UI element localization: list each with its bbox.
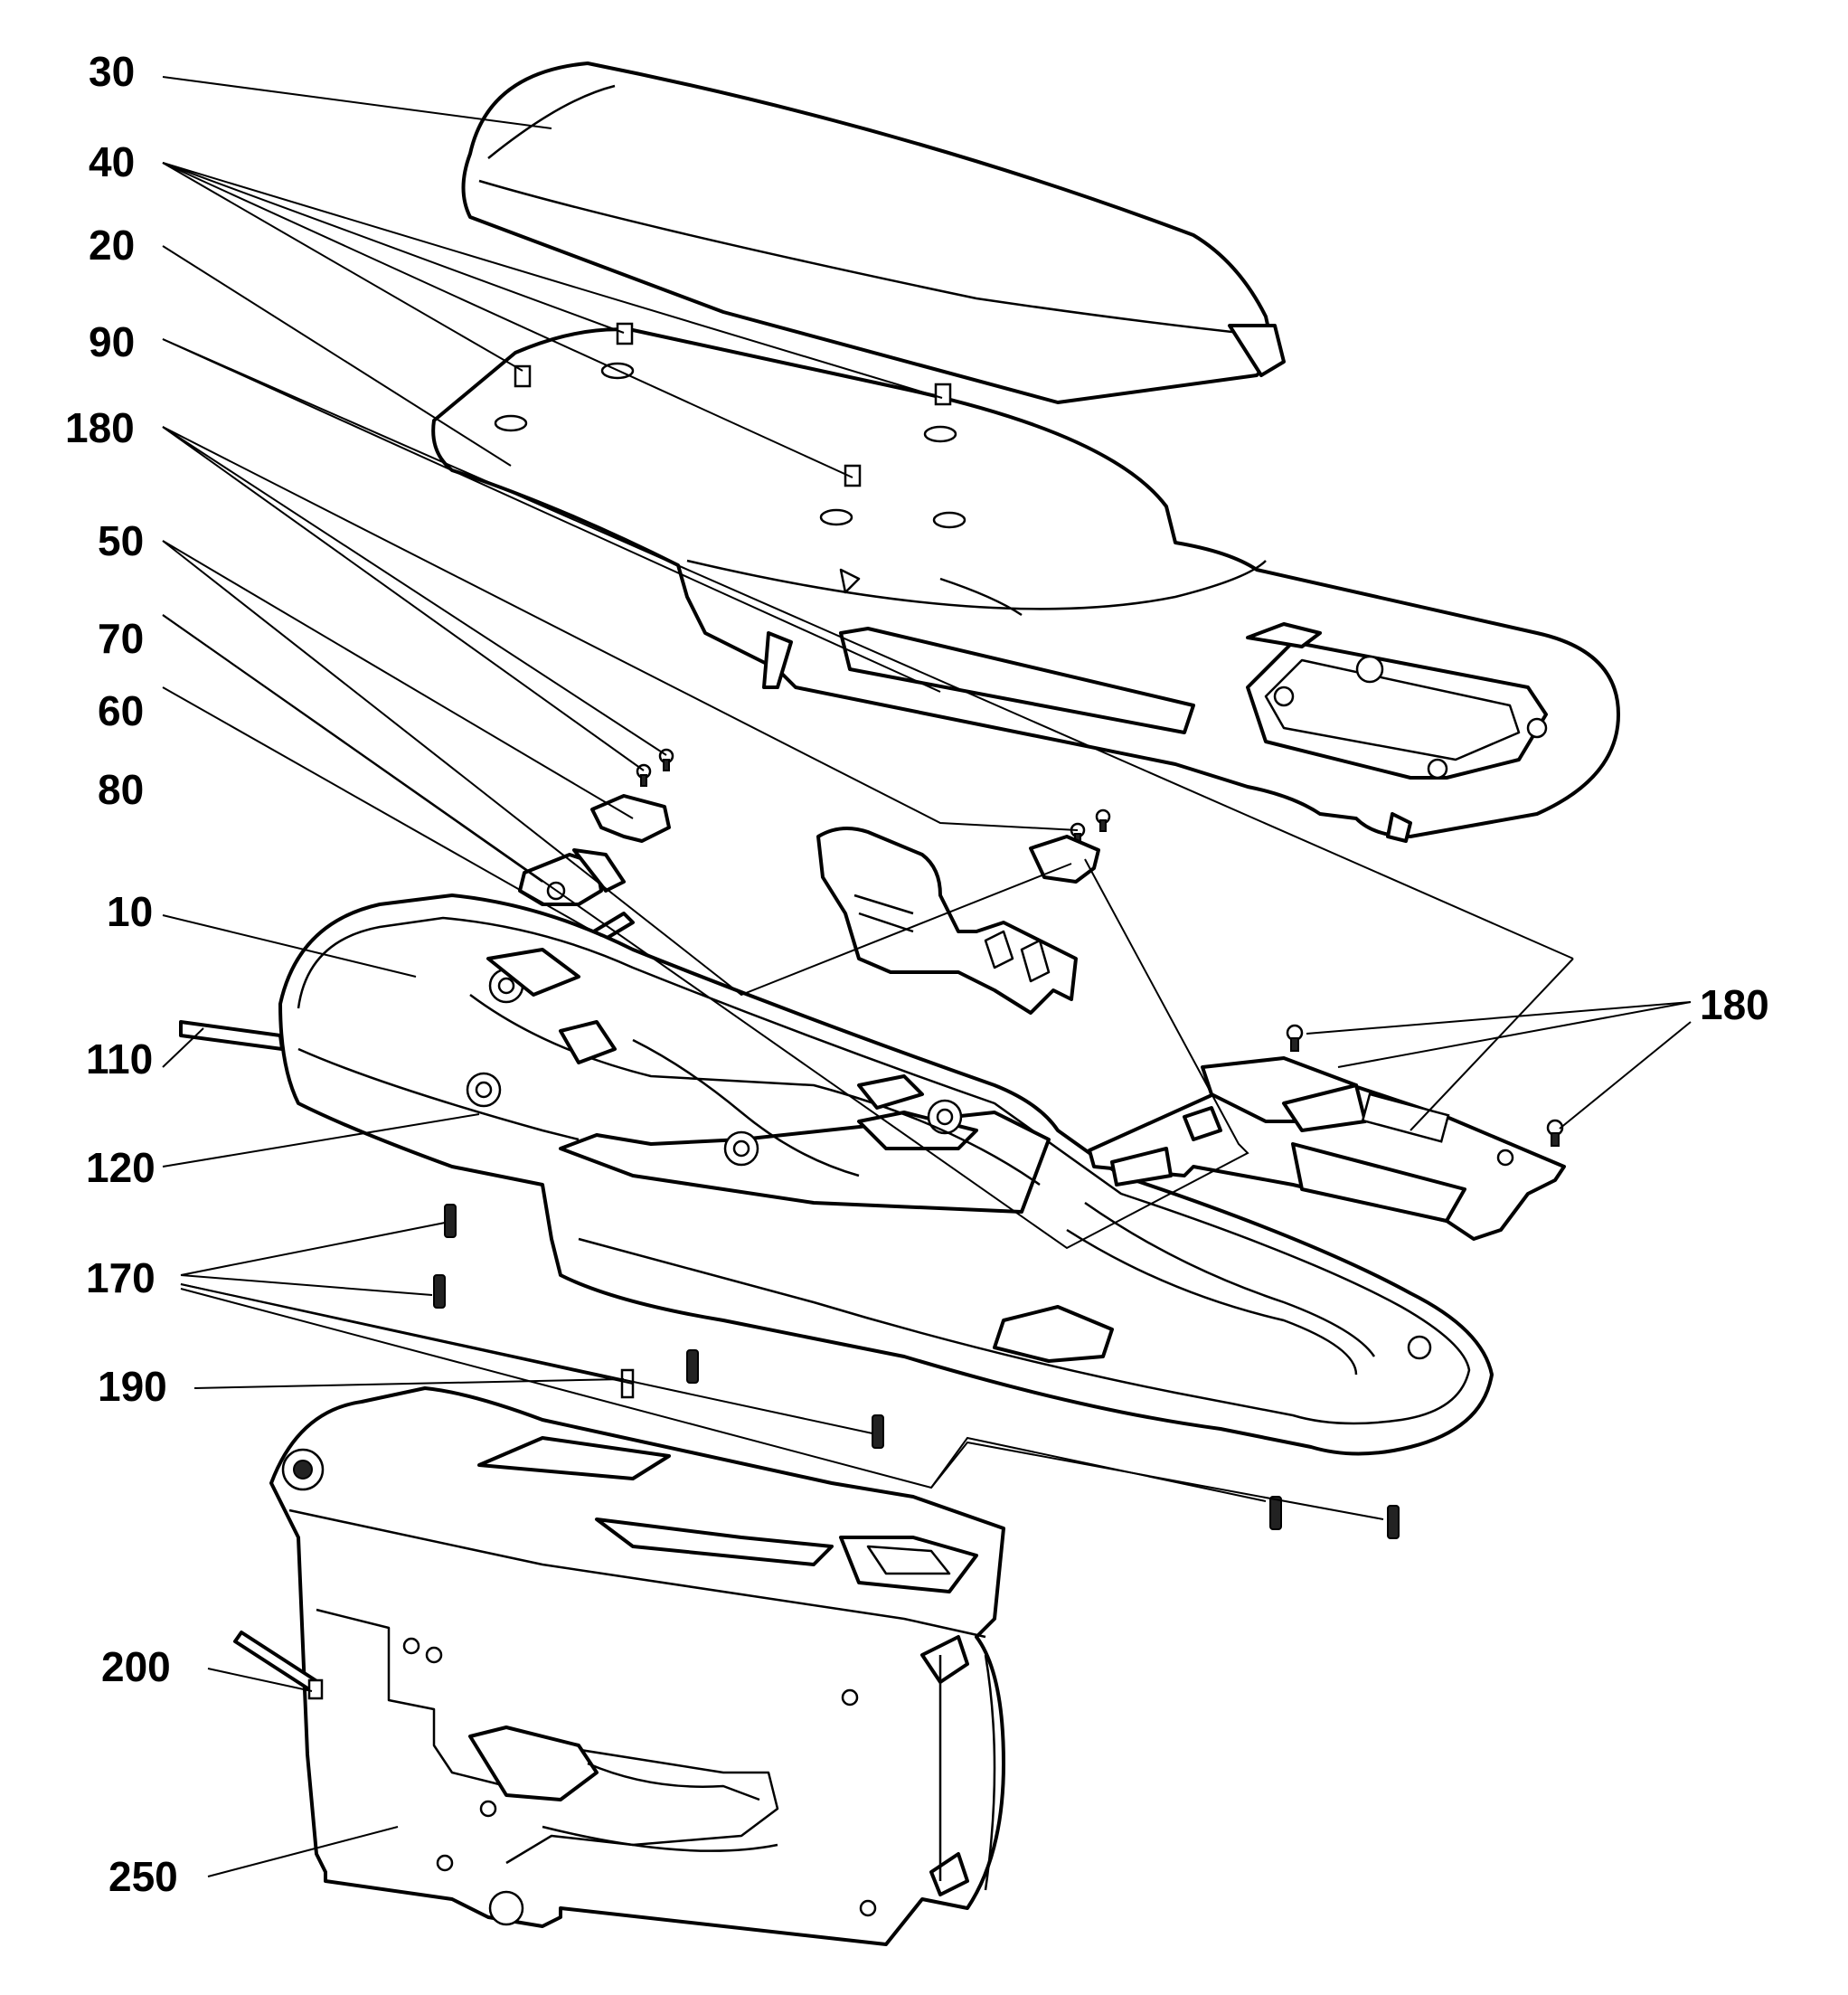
part-170-screws bbox=[433, 1204, 1400, 1539]
callout-10: 10 bbox=[107, 888, 154, 935]
callout-200: 200 bbox=[101, 1643, 171, 1690]
callout-250: 250 bbox=[108, 1853, 178, 1900]
callout-180-right: 180 bbox=[1700, 981, 1769, 1028]
part-200-pin bbox=[233, 1631, 324, 1700]
callout-180-left: 180 bbox=[65, 404, 135, 451]
part-10-base-housing bbox=[278, 893, 1494, 1456]
part-250-bracket bbox=[269, 1386, 1005, 1946]
callout-90: 90 bbox=[89, 318, 136, 365]
callout-120: 120 bbox=[86, 1144, 156, 1191]
circuit-board bbox=[1088, 1024, 1566, 1241]
callout-80: 80 bbox=[98, 766, 145, 813]
part-50-clip bbox=[590, 794, 1100, 884]
part-180-screws-upper bbox=[636, 748, 1111, 846]
part-20-upper-housing bbox=[431, 327, 1620, 843]
callout-70: 70 bbox=[98, 615, 145, 662]
callout-190: 190 bbox=[98, 1363, 167, 1410]
callout-110: 110 bbox=[86, 1035, 154, 1083]
callout-170: 170 bbox=[86, 1254, 156, 1301]
callout-40: 40 bbox=[89, 138, 136, 185]
part-60-latch bbox=[518, 848, 626, 906]
leader-lines bbox=[162, 76, 1692, 1877]
callout-30: 30 bbox=[89, 48, 136, 95]
part-90-slider bbox=[816, 827, 1078, 1015]
part-40-pins bbox=[514, 322, 952, 487]
callout-50: 50 bbox=[98, 517, 145, 564]
part-110-rod bbox=[179, 1020, 284, 1051]
callout-20: 20 bbox=[89, 222, 136, 269]
callout-60: 60 bbox=[98, 687, 145, 734]
part-30-top-cover bbox=[461, 61, 1286, 404]
